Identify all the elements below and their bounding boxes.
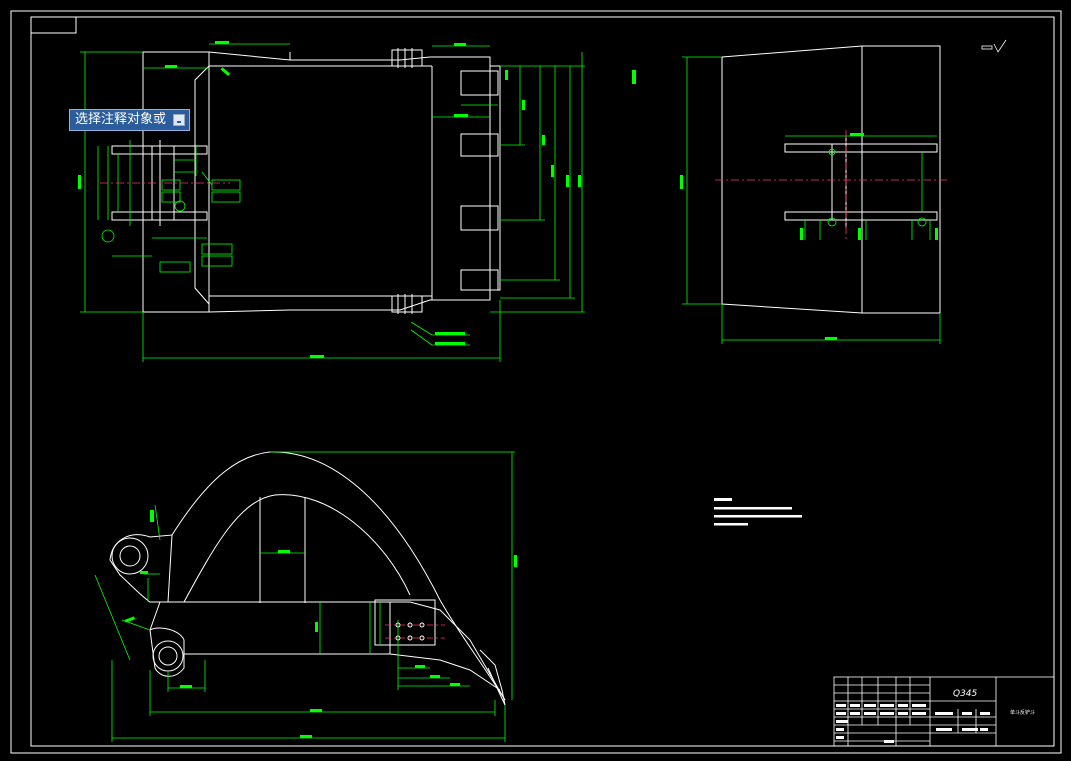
front-view [109, 451, 506, 706]
top-view-dim-text [78, 41, 581, 358]
top-view [111, 48, 501, 314]
outer-border [10, 10, 1062, 754]
side-view-dim-text [632, 70, 938, 340]
front-view-centerlines [385, 624, 445, 639]
top-view-dimensions [80, 43, 585, 362]
side-view-dimensions [682, 56, 941, 344]
inner-border [30, 16, 1055, 747]
title-block-cells [836, 704, 990, 743]
download-icon[interactable] [173, 114, 185, 126]
front-view-dim-text [124, 510, 517, 738]
side-view [721, 45, 941, 314]
corner-tag [30, 16, 77, 34]
title-block-material: Q345 [953, 689, 978, 699]
roughness-mark [981, 39, 1007, 53]
side-view-centerlines [715, 130, 948, 240]
title-block-drawing-name: 单斗反铲斗 [1010, 709, 1035, 716]
title-block [833, 676, 1055, 747]
tooltip-text: 选择注释对象或 [75, 112, 167, 127]
technical-notes [714, 498, 802, 526]
annotation-tooltip[interactable]: 选择注释对象或 [69, 109, 190, 131]
